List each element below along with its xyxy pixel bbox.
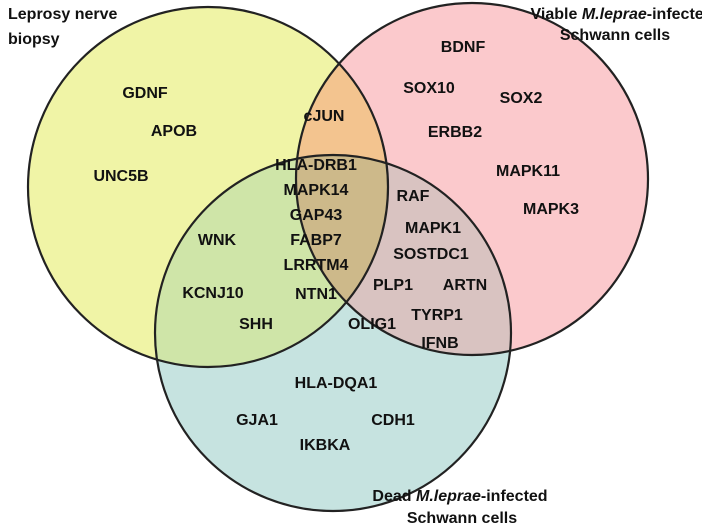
gene-label: MAPK1 — [405, 220, 461, 237]
gene-label: TYRP1 — [411, 307, 463, 324]
gene-label: HLA-DQA1 — [295, 375, 378, 392]
gene-label: HLA-DRB1 — [275, 157, 357, 174]
gene-label: KCNJ10 — [182, 285, 243, 302]
viable-circle-outline — [294, 1, 650, 357]
gene-label: CDH1 — [371, 412, 415, 429]
gene-label: BDNF — [441, 39, 486, 56]
gene-label: LRRTM4 — [284, 257, 349, 274]
gene-label: cJUN — [304, 108, 345, 125]
gene-label: APOB — [151, 123, 197, 140]
gene-label: SOX10 — [403, 80, 455, 97]
gene-label: NTN1 — [295, 286, 337, 303]
gene-label: WNK — [198, 232, 237, 249]
dead-label-line1: Dead M.leprae-infected — [372, 488, 547, 505]
gene-label: GJA1 — [236, 412, 278, 429]
gene-label: OLIG1 — [348, 316, 396, 333]
gene-label: RAF — [397, 188, 430, 205]
biopsy-label-line1: Leprosy nerve — [8, 6, 117, 23]
biopsy-circle-outline — [26, 5, 390, 369]
gene-label: IKBKA — [300, 437, 351, 454]
gene-label: SOX2 — [500, 90, 543, 107]
gene-label: MAPK3 — [523, 201, 579, 218]
gene-label: SOSTDC1 — [393, 246, 469, 263]
gene-label: ARTN — [443, 277, 487, 294]
biopsy-label-line2: biopsy — [8, 31, 60, 48]
dead-label-line2: Schwann cells — [407, 510, 517, 527]
gene-label: FABP7 — [290, 232, 342, 249]
gene-label: MAPK14 — [284, 182, 349, 199]
gene-label: SHH — [239, 316, 273, 333]
gene-label: MAPK11 — [496, 163, 560, 180]
gene-label: IFNB — [421, 335, 458, 352]
gene-label: PLP1 — [373, 277, 413, 294]
gene-label: GAP43 — [290, 207, 343, 224]
dead-circle-outline — [153, 153, 513, 513]
gene-label: ERBB2 — [428, 124, 482, 141]
viable-label-line1: Viable M.leprae-infected — [531, 6, 702, 23]
viable-label-line2: Schwann cells — [560, 27, 670, 44]
gene-label: UNC5B — [93, 168, 148, 185]
gene-label: GDNF — [122, 85, 168, 102]
